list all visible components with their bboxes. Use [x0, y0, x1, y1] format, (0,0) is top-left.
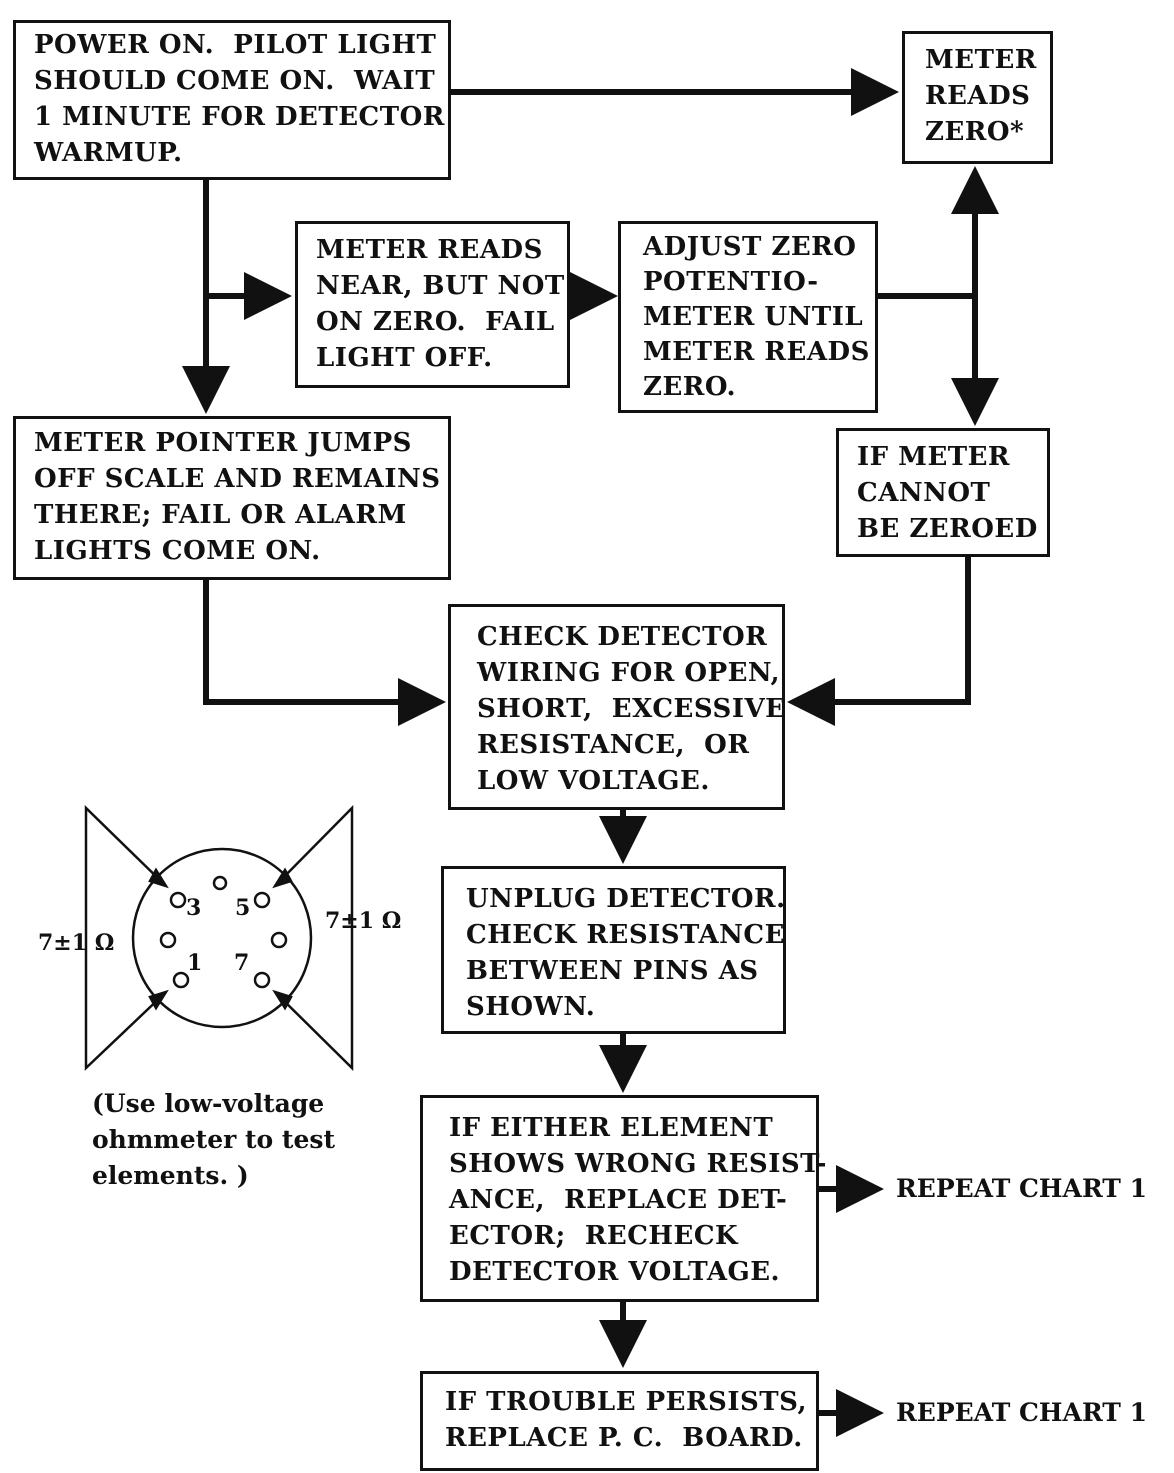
text-line: METER POINTER JUMPS: [34, 428, 412, 458]
text-line: POWER ON. PILOT LIGHT: [34, 30, 437, 60]
probe-tip-5: [272, 867, 293, 889]
text-line: REPLACE P. C. BOARD.: [445, 1423, 803, 1453]
text-line: POTENTIO-: [643, 267, 819, 297]
arrow-pointer-to-wiring: [203, 580, 446, 726]
text-line: RESISTANCE, OR: [477, 730, 750, 760]
pin-top: [212, 875, 228, 891]
text-line: elements. ): [92, 1161, 249, 1190]
outcome-repeat-chart-1-b: REPEAT CHART 1: [896, 1398, 1147, 1427]
text-line: SHORT, EXCESSIVE: [477, 694, 786, 724]
text-line: THERE; FAIL OR ALARM: [34, 500, 407, 530]
text-line: IF TROUBLE PERSISTS,: [445, 1387, 808, 1417]
text-line: LIGHTS COME ON.: [34, 536, 321, 566]
ohmmeter-note: (Use low-voltage ohmmeter to test elements…: [92, 1086, 335, 1194]
text-line: LOW VOLTAGE.: [477, 766, 710, 796]
step-unplug-detector: UNPLUG DETECTOR. CHECK RESISTANCE BETWEEN …: [441, 866, 786, 1034]
text-line: NEAR, BUT NOT: [316, 271, 565, 301]
text-line: METER READS: [643, 337, 870, 367]
connector-pin-diagram: [84, 804, 354, 1071]
text-line: ZERO.: [643, 372, 737, 402]
text-line: SHOWS WRONG RESIST-: [449, 1149, 827, 1179]
text-line: OFF SCALE AND REMAINS: [34, 464, 441, 494]
text-line: IF EITHER ELEMENT: [449, 1113, 774, 1143]
text-line: READS: [925, 81, 1031, 111]
text-line: CHECK RESISTANCE: [466, 920, 785, 950]
step-trouble-persists: IF TROUBLE PERSISTS, REPLACE P. C. BOARD.: [420, 1371, 819, 1471]
connector-circle: [131, 847, 313, 1029]
probe-left: [84, 805, 167, 1071]
text-line: ohmmeter to test: [92, 1125, 335, 1154]
probe-tip-1: [148, 989, 169, 1011]
text-line: ANCE, REPLACE DET-: [449, 1185, 788, 1215]
pin-1: [172, 971, 190, 989]
text-line: CANNOT: [857, 478, 991, 508]
pin-right: [270, 931, 288, 949]
text-line: SHOULD COME ON. WAIT: [34, 66, 436, 96]
text-line: BETWEEN PINS AS: [466, 956, 759, 986]
text-line: ADJUST ZERO: [643, 232, 857, 262]
outcome-meter-reads-zero: METER READS ZERO*: [902, 31, 1053, 164]
text-line: WIRING FOR OPEN,: [477, 658, 781, 688]
pin-5: [253, 891, 271, 909]
probe-tip-7: [272, 989, 293, 1011]
text-line: SHOWN.: [466, 992, 596, 1022]
probe-right: [274, 804, 354, 1071]
pin-3: [169, 891, 187, 909]
pin-left: [159, 931, 177, 949]
step-pointer-jumps: METER POINTER JUMPS OFF SCALE AND REMAINS…: [13, 416, 451, 580]
pin-label-1: 1: [187, 950, 203, 976]
text-line: WARMUP.: [34, 138, 183, 168]
text-line: LIGHT OFF.: [316, 343, 493, 373]
resistance-right-label: 7±1 Ω: [325, 908, 402, 934]
step-meter-near-zero: METER READS NEAR, BUT NOT ON ZERO. FAIL LIG…: [295, 221, 570, 388]
step-check-wiring: CHECK DETECTOR WIRING FOR OPEN, SHORT, EXC…: [448, 604, 785, 810]
text-line: METER UNTIL: [643, 302, 864, 332]
text-line: METER: [925, 45, 1037, 75]
probe-tip-3: [148, 867, 169, 889]
pin-label-5: 5: [235, 895, 251, 921]
step-adjust-zero: ADJUST ZERO POTENTIO- METER UNTIL METER REA…: [618, 221, 878, 413]
text-line: ECTOR; RECHECK: [449, 1221, 739, 1251]
text-line: (Use low-voltage: [92, 1089, 325, 1118]
text-line: BE ZEROED: [857, 514, 1038, 544]
outcome-repeat-chart-1: REPEAT CHART 1: [896, 1174, 1147, 1203]
step-wrong-resistance: IF EITHER ELEMENT SHOWS WRONG RESIST- ANCE…: [420, 1095, 827, 1302]
pin-label-3: 3: [186, 895, 202, 921]
arrow-cannot-to-wiring: [787, 557, 971, 726]
text-line: METER READS: [316, 235, 543, 265]
text-line: ZERO*: [925, 117, 1025, 147]
step-cannot-zero: IF METER CANNOT BE ZEROED: [836, 428, 1050, 557]
pin-label-7: 7: [234, 950, 250, 976]
text-line: UNPLUG DETECTOR.: [466, 884, 786, 914]
text-line: CHECK DETECTOR: [477, 622, 768, 652]
resistance-left-label: 7±1 Ω: [38, 930, 115, 956]
text-line: DETECTOR VOLTAGE.: [449, 1257, 781, 1287]
text-line: 1 MINUTE FOR DETECTOR: [34, 102, 445, 132]
pin-7: [253, 971, 271, 989]
text-line: IF METER: [857, 442, 1011, 472]
text-line: ON ZERO. FAIL: [316, 307, 555, 337]
step-power-on: POWER ON. PILOT LIGHT SHOULD COME ON. WAI…: [13, 20, 451, 180]
